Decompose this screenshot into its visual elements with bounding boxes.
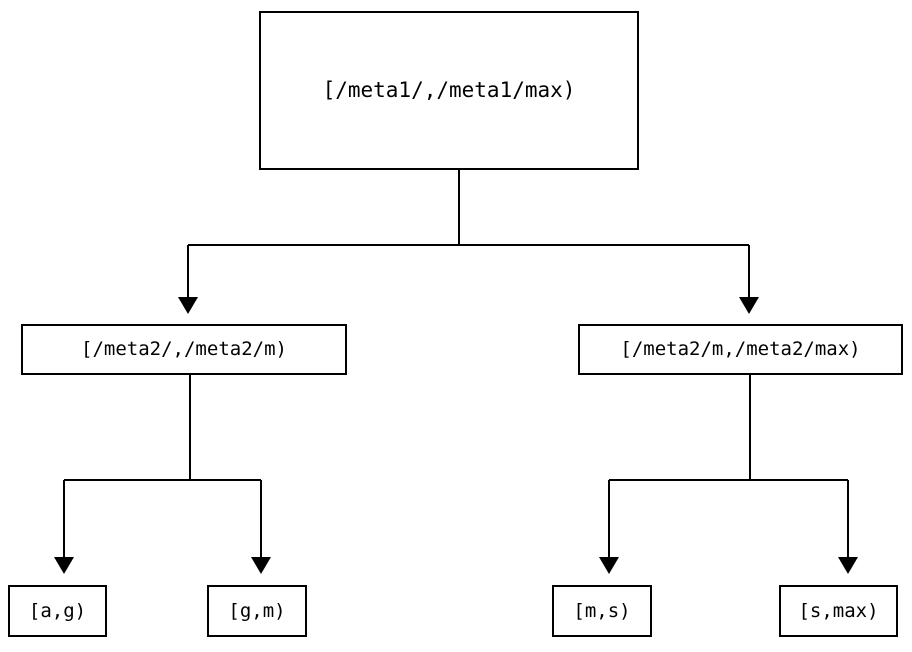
arrowhead-mid-right	[739, 297, 759, 314]
arrowhead-leaf-ms	[599, 557, 619, 574]
node-leaf-a-g[interactable]: [a,g)	[8, 585, 107, 637]
node-leaf-m-s[interactable]: [m,s)	[552, 585, 652, 637]
node-leaf-s-max[interactable]: [s,max)	[779, 585, 898, 637]
node-root[interactable]: [/meta1/,/meta1/max)	[259, 11, 639, 170]
node-mid-left[interactable]: [/meta2/,/meta2/m)	[21, 324, 347, 375]
arrowhead-mid-left	[178, 297, 198, 314]
node-mid-right[interactable]: [/meta2/m,/meta2/max)	[578, 324, 903, 375]
arrowhead-leaf-gm	[251, 557, 271, 574]
arrowhead-leaf-ag	[54, 557, 74, 574]
node-leaf-g-m[interactable]: [g,m)	[207, 585, 307, 637]
arrowhead-leaf-smax	[838, 557, 858, 574]
